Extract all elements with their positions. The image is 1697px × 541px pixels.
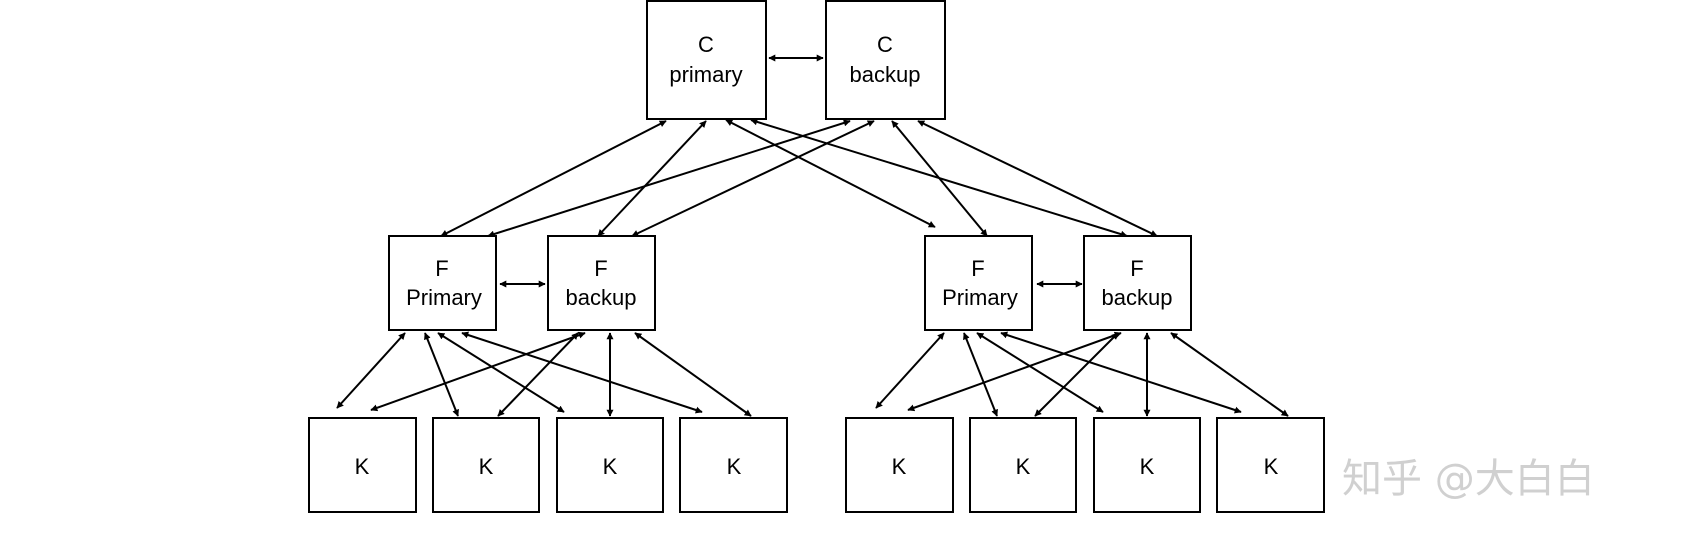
node-f2-primary: F Primary	[924, 235, 1033, 331]
node-k8-label: K	[1264, 454, 1279, 479]
connector-f1-backup-to-k4	[634, 332, 752, 417]
connector-f1-backup-to-k2	[497, 332, 579, 417]
node-k2-label: K	[479, 454, 494, 479]
node-k3-label: K	[603, 454, 618, 479]
connector-c-backup-to-f2-primary	[891, 120, 988, 237]
node-k7-label: K	[1140, 454, 1155, 479]
node-f1-primary-title: F	[435, 256, 448, 281]
node-k1-label: K	[355, 454, 370, 479]
node-k5: K	[845, 417, 954, 513]
node-k2: K	[432, 417, 540, 513]
node-f1-backup-role: backup	[566, 285, 637, 310]
node-k1: K	[308, 417, 417, 513]
watermark: 知乎 @大白白	[1342, 456, 1595, 502]
node-k4: K	[679, 417, 788, 513]
node-f2-primary-title: F	[971, 256, 984, 281]
connector-c-primary-to-f1-backup	[597, 120, 707, 237]
connector-f2-primary-to-k5	[875, 332, 945, 409]
node-c-primary: C primary	[646, 0, 767, 120]
node-k5-label: K	[892, 454, 907, 479]
connector-f2-primary-to-k6	[963, 332, 998, 417]
node-c-primary-role: primary	[669, 62, 742, 87]
connector-c-backup-to-f1-backup	[631, 120, 875, 237]
connectors	[336, 54, 1289, 417]
connector-f1-primary-to-k1	[336, 332, 406, 409]
connector-c-backup-to-f2-backup	[917, 120, 1158, 237]
node-c-backup-role: backup	[850, 62, 921, 87]
node-f1-backup: F backup	[547, 235, 656, 331]
node-k4-label: K	[727, 454, 742, 479]
node-f2-backup-title: F	[1130, 256, 1143, 281]
node-c-backup-title: C	[877, 32, 893, 57]
connector-f2-primary-to-k8	[1000, 331, 1242, 414]
connector-f2-backup-to-k6	[1034, 332, 1119, 417]
connector-f2-backup-to-k5	[907, 331, 1122, 412]
node-c-backup: C backup	[825, 0, 946, 120]
node-k3: K	[556, 417, 664, 513]
connector-c-primary-to-f1-primary	[440, 120, 667, 237]
node-k7: K	[1093, 417, 1201, 513]
node-k6-label: K	[1016, 454, 1031, 479]
connector-f1-primary-to-k2	[424, 332, 459, 417]
node-k6: K	[969, 417, 1077, 513]
node-c-primary-title: C	[698, 32, 714, 57]
node-f2-backup-role: backup	[1102, 285, 1173, 310]
node-f2-backup: F backup	[1083, 235, 1192, 331]
connector-f1-backup-to-k1	[370, 331, 586, 412]
node-f1-backup-title: F	[594, 256, 607, 281]
connector-f1-primary-to-k4	[461, 331, 703, 414]
node-f2-primary-role: Primary	[942, 285, 1018, 310]
connector-f2-backup-to-k8	[1170, 332, 1289, 417]
node-k8: K	[1216, 417, 1325, 513]
node-f1-primary-role: Primary	[406, 285, 482, 310]
node-f1-primary: F Primary	[388, 235, 497, 331]
